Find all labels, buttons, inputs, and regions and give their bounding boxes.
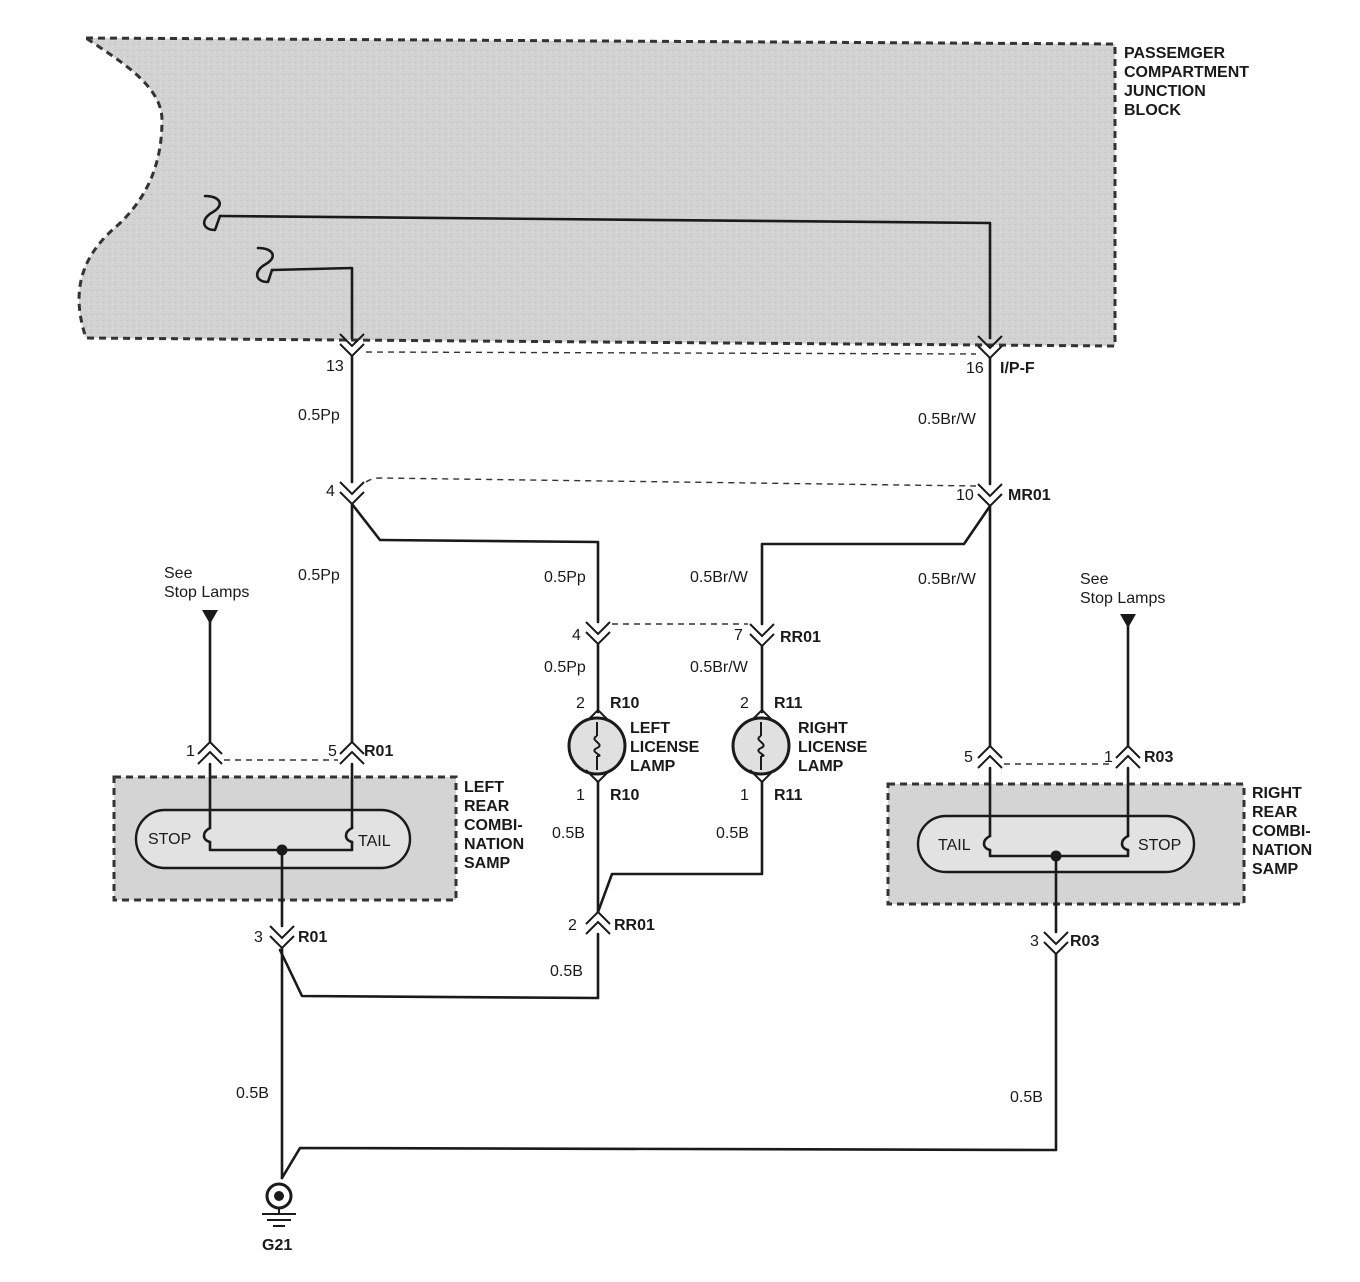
wire-label: 0.5B	[236, 1085, 269, 1102]
wire-label: 0.5Pp	[298, 407, 340, 424]
svg-text:2: 2	[576, 695, 585, 712]
ground-g21: G21	[262, 1182, 296, 1254]
right-rear-combination-lamp: TAIL STOP RIGHT REAR COMBI- NATION SAMP	[886, 766, 1316, 906]
svg-text:MR01: MR01	[1008, 487, 1051, 504]
left-license-lamp: 2 R10 1 R10 LEFT LICENSE LAMP	[567, 695, 703, 804]
connector-ipf: 13 16 I/P-F	[326, 333, 1035, 377]
svg-text:R01: R01	[298, 929, 327, 946]
connector-rr01-bottom: 2 RR01	[568, 910, 655, 935]
connector-r03-top: 5 1 R03	[964, 744, 1173, 769]
right-license-lamp: 2 R11 1 R11 RIGHT LICENSE LAMP	[731, 695, 871, 804]
left-license-lamp-label: LEFT LICENSE LAMP	[630, 720, 703, 775]
svg-text:RR01: RR01	[614, 917, 655, 934]
svg-text:R11: R11	[774, 787, 803, 804]
svg-text:2: 2	[568, 917, 577, 934]
svg-text:3: 3	[1030, 933, 1039, 950]
left-rear-combination-lamp: STOP TAIL LEFT REAR COMBI- NATION SAMP	[112, 762, 528, 902]
connector-r01-top: 1 5 R01	[186, 740, 393, 765]
see-stop-lamps-left: See Stop Lamps	[164, 565, 249, 601]
svg-text:5: 5	[964, 749, 973, 766]
connector-rr01-top: 4 7 RR01	[572, 621, 821, 648]
junction-block	[77, 36, 1117, 348]
bulb-icon	[593, 735, 601, 757]
svg-text:TAIL: TAIL	[358, 833, 391, 850]
see-stop-lamps-right: See Stop Lamps	[1080, 571, 1165, 607]
junction-block-label: PASSEMGER COMPARTMENT JUNCTION BLOCK	[1124, 45, 1253, 119]
arrow-down-icon	[1120, 614, 1136, 628]
svg-text:4: 4	[572, 627, 581, 644]
fuse-icon	[202, 194, 222, 232]
svg-text:5: 5	[328, 743, 337, 760]
svg-text:13: 13	[326, 358, 344, 375]
svg-text:1: 1	[1104, 749, 1113, 766]
svg-text:RR01: RR01	[780, 629, 821, 646]
wire-label: 0.5B	[552, 825, 585, 842]
wire-label: 0.5Br/W	[918, 411, 977, 428]
svg-text:STOP: STOP	[148, 831, 191, 848]
svg-text:1: 1	[186, 743, 195, 760]
wire-label: 0.5Br/W	[690, 569, 749, 586]
svg-text:R11: R11	[774, 695, 803, 712]
svg-text:R03: R03	[1070, 933, 1099, 950]
svg-text:STOP: STOP	[1138, 837, 1181, 854]
connector-r01-bottom: 3 R01	[254, 925, 327, 950]
svg-text:R03: R03	[1144, 749, 1173, 766]
wire-label: 0.5Br/W	[690, 659, 749, 676]
svg-text:1: 1	[740, 787, 749, 804]
wire-label: 0.5B	[716, 825, 749, 842]
arrow-down-icon	[202, 610, 218, 624]
wire-label: 0.5Pp	[544, 569, 586, 586]
wire-label: 0.5Pp	[298, 567, 340, 584]
svg-text:16: 16	[966, 360, 984, 377]
svg-text:3: 3	[254, 929, 263, 946]
wire-label: 0.5B	[1010, 1089, 1043, 1106]
svg-text:R10: R10	[610, 695, 639, 712]
connector-r03-bottom: 3 R03	[1030, 931, 1099, 956]
wire-label: 0.5Pp	[544, 659, 586, 676]
wire-label: 0.5B	[550, 963, 583, 980]
svg-text:TAIL: TAIL	[938, 837, 971, 854]
svg-text:I/P-F: I/P-F	[1000, 360, 1035, 377]
wire-label: 0.5Br/W	[918, 571, 977, 588]
svg-text:R01: R01	[364, 743, 393, 760]
left-rear-combination-label: LEFT REAR COMBI- NATION SAMP	[464, 779, 528, 872]
svg-text:R10: R10	[610, 787, 639, 804]
svg-text:7: 7	[734, 627, 743, 644]
fuse-icon	[255, 246, 274, 284]
svg-text:4: 4	[326, 483, 335, 500]
svg-text:10: 10	[956, 487, 974, 504]
bulb-icon	[757, 735, 765, 757]
right-rear-combination-label: RIGHT REAR COMBI- NATION SAMP	[1252, 785, 1316, 878]
connector-mr01: 4 10 MR01	[326, 477, 1051, 508]
right-license-lamp-label: RIGHT LICENSE LAMP	[798, 720, 871, 775]
svg-text:G21: G21	[262, 1237, 292, 1254]
svg-text:1: 1	[576, 787, 585, 804]
svg-text:2: 2	[740, 695, 749, 712]
